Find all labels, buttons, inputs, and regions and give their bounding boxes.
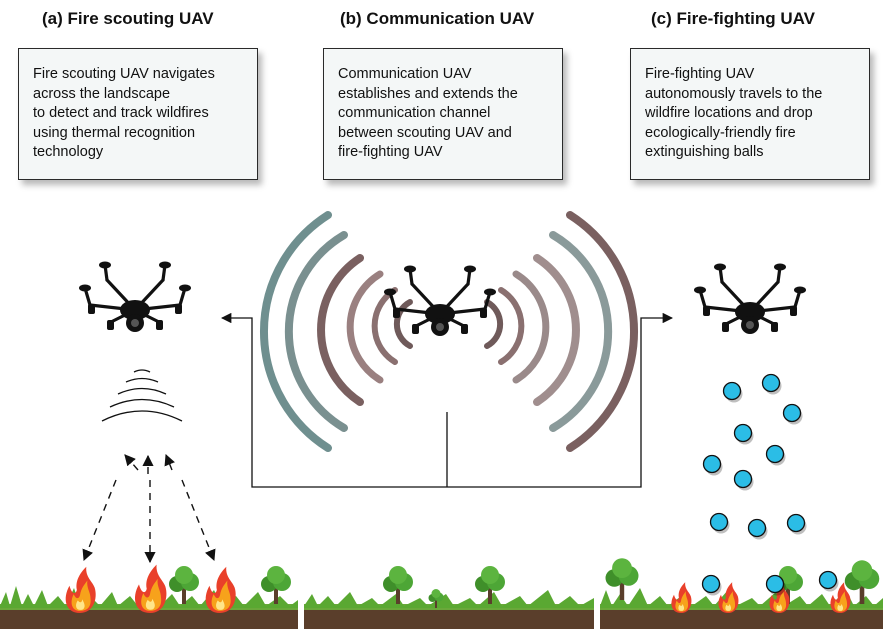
fire-icon (65, 566, 96, 613)
extinguishing-ball-icon (782, 403, 802, 423)
description-box-firefighting: Fire-fighting UAV autonomously travels t… (630, 48, 870, 180)
extinguishing-ball-icon (701, 574, 721, 594)
fire-icon (671, 582, 692, 613)
drone-icon (382, 263, 498, 338)
title-firefighting: (c) Fire-fighting UAV (651, 9, 815, 28)
extinguishing-ball-icon (818, 570, 838, 590)
drone-icon (77, 259, 193, 334)
ground-strip-right (600, 588, 883, 629)
extinguishing-balls (701, 373, 839, 596)
communication-links (220, 312, 674, 488)
detection-arrows (82, 453, 216, 564)
extinguishing-ball-icon (765, 574, 785, 594)
fire-icon (205, 566, 236, 613)
signal-waves-icon (260, 211, 638, 452)
fire-icon (135, 564, 167, 613)
description-box-scouting: Fire scouting UAV navigates across the l… (18, 48, 258, 180)
tree-icon (383, 566, 413, 604)
tree-icon (605, 558, 639, 600)
extinguishing-ball-icon (765, 444, 785, 464)
extinguishing-ball-icon (709, 512, 729, 532)
tree-icon (475, 566, 505, 604)
extinguishing-ball-icon (733, 423, 753, 443)
extinguishing-ball-icon (761, 373, 781, 393)
extinguishing-ball-icon (747, 518, 767, 538)
ground-strip-middle (304, 590, 594, 629)
drone-icon (692, 261, 808, 336)
thermal-scan-arcs (101, 369, 183, 422)
title-communication: (b) Communication UAV (340, 9, 535, 28)
tree-icon (261, 566, 291, 604)
description-box-communication: Communication UAV establishes and extend… (323, 48, 563, 180)
title-scouting: (a) Fire scouting UAV (42, 9, 214, 28)
extinguishing-ball-icon (702, 454, 722, 474)
extinguishing-ball-icon (733, 469, 753, 489)
extinguishing-ball-icon (722, 381, 742, 401)
extinguishing-ball-icon (786, 513, 806, 533)
